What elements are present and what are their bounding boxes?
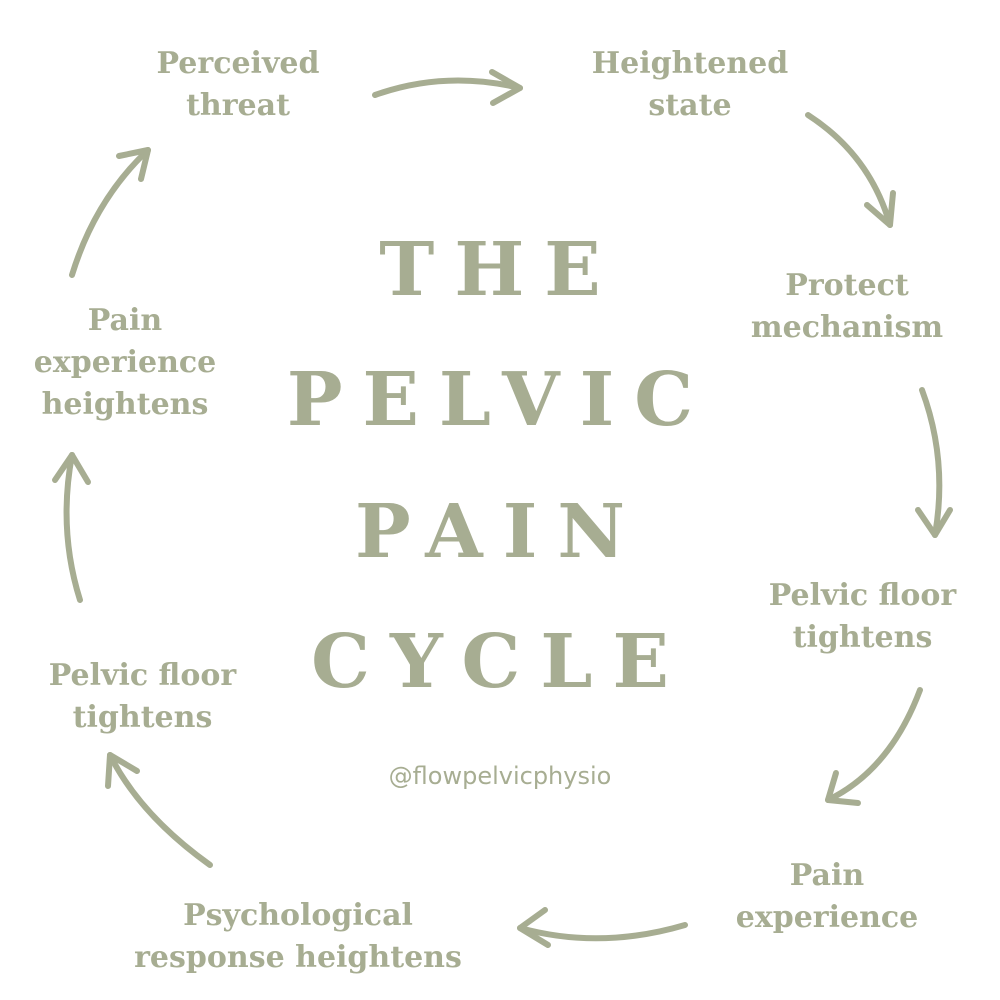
step-line: tightens [72, 700, 213, 735]
step-line: Pelvic floor [48, 658, 237, 693]
step-line: state [648, 88, 732, 123]
step-line: threat [186, 88, 290, 123]
step-line: experience [735, 900, 919, 935]
title-line-pain: PAIN [355, 489, 645, 575]
step-pain-experience: Pain experience [722, 855, 932, 939]
step-heightened-state: Heightened state [575, 43, 805, 127]
step-pelvic-floor-tightens-left: Pelvic floor tightens [35, 655, 250, 739]
step-protect-mechanism: Protect mechanism [742, 265, 952, 349]
step-line: tightens [792, 620, 933, 655]
step-line: Pelvic floor [768, 578, 957, 613]
step-line: response heightens [134, 940, 462, 975]
arrow-7-icon [52, 452, 91, 603]
arrow-4-icon [825, 687, 923, 806]
title-line-the: THE [379, 227, 621, 313]
title-line-cycle: CYCLE [311, 619, 689, 705]
arrow-1-icon [372, 69, 523, 106]
step-line: experience [33, 345, 217, 380]
step-line: mechanism [750, 310, 944, 345]
arrow-8-icon [69, 147, 151, 278]
step-line: Perceived [156, 46, 320, 81]
step-perceived-threat: Perceived threat [138, 43, 338, 127]
step-line: Protect [785, 268, 909, 303]
arrow-6-icon [105, 752, 213, 868]
step-pain-experience-heightens: Pain experience heightens [20, 300, 230, 426]
step-line: Heightened [591, 46, 789, 81]
arrow-2-icon [805, 112, 896, 228]
step-pelvic-floor-tightens-right: Pelvic floor tightens [755, 575, 970, 659]
step-psychological-response: Psychological response heightens [118, 895, 478, 979]
title-line-pelvic: PELVIC [286, 357, 714, 443]
step-line: heightens [41, 387, 209, 422]
step-line: Pain [789, 858, 865, 893]
step-line: Pain [87, 303, 163, 338]
step-line: Psychological [183, 898, 413, 933]
social-handle: @flowpelvicphysio [388, 762, 612, 790]
arrow-3-icon [915, 387, 953, 538]
arrow-5-icon [517, 907, 688, 948]
